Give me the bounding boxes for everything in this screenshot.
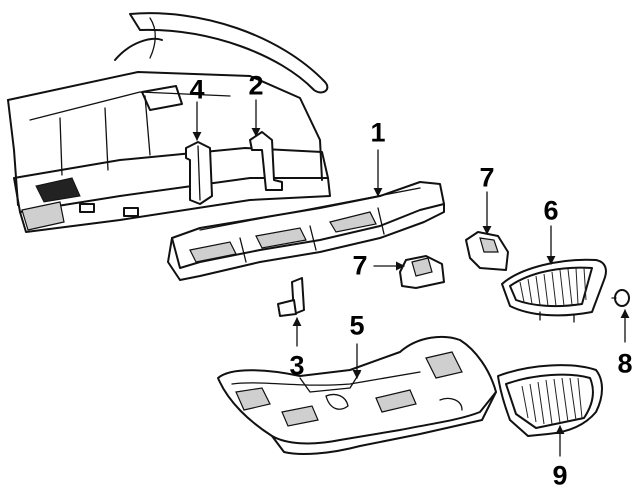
- callout-9: 9: [552, 460, 568, 491]
- part-6-grille: [501, 258, 607, 323]
- part-5-splash-shield: [217, 335, 497, 455]
- callout-3: 3: [289, 350, 305, 381]
- callout-5: 5: [349, 310, 365, 341]
- callout-2: 2: [248, 70, 264, 101]
- leader-lines: [192, 99, 630, 457]
- callout-8: 8: [617, 348, 633, 379]
- callout-7-lower: 7: [352, 250, 368, 281]
- part-4-bracket: [185, 141, 213, 205]
- callout-7-upper: 7: [479, 162, 495, 193]
- callout-6: 6: [543, 195, 559, 226]
- callout-4: 4: [189, 74, 205, 105]
- part-8-clip: [611, 289, 630, 307]
- part-1-bumper-reinforcement: [167, 181, 445, 281]
- part-7-mount-upper: [465, 231, 509, 271]
- part-3-clip: [277, 277, 305, 317]
- callout-1: 1: [370, 117, 386, 148]
- vehicle-front-body: [7, 12, 331, 233]
- part-9-lower-grille: [497, 364, 603, 437]
- part-7-mount-lower: [399, 255, 445, 289]
- part-2-bracket: [249, 131, 283, 191]
